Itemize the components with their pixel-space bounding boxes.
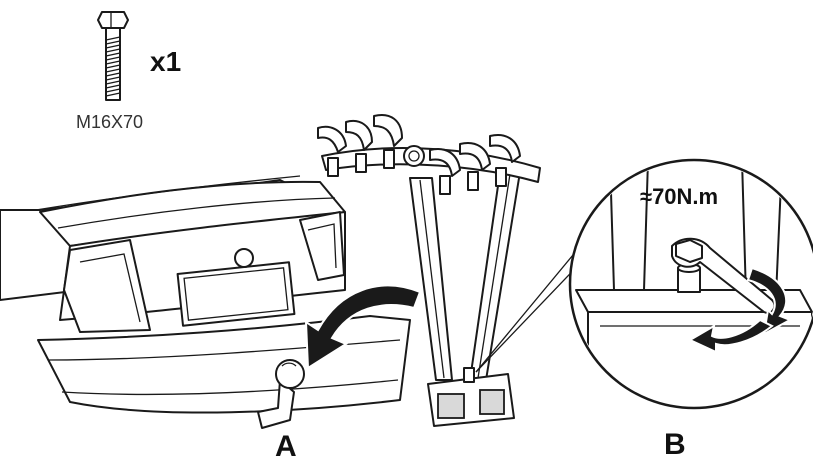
car-rear-illustration	[0, 175, 411, 429]
bolt-quantity-label: x1	[150, 46, 182, 77]
step-b-label: B	[664, 428, 686, 461]
mount-arrow-icon	[304, 284, 422, 370]
step-a-label: A	[275, 430, 297, 463]
torque-value-label: ≈70N.m	[640, 184, 719, 209]
bolt-icon	[97, 11, 129, 101]
bolt-size-label: M16X70	[76, 112, 144, 132]
bike-carrier-illustration	[317, 114, 611, 427]
